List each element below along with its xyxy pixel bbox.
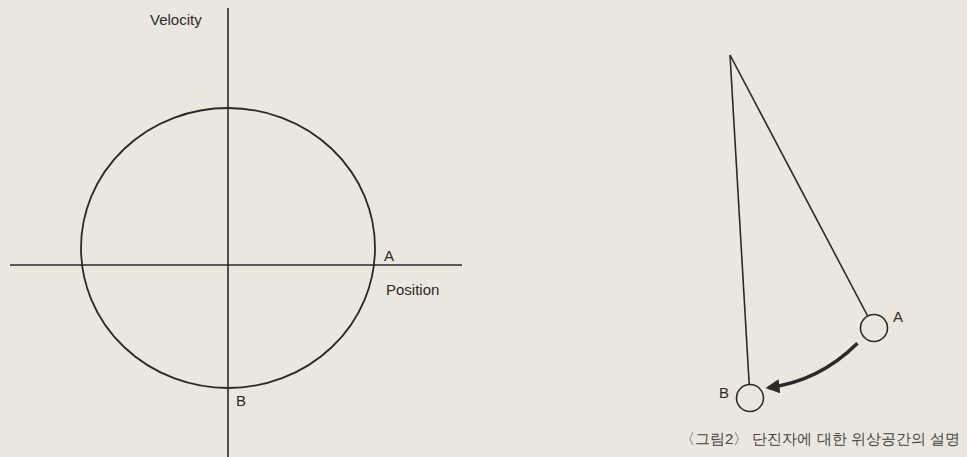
axis-label: Velocity <box>150 12 202 29</box>
figure-caption: 〈그림2〉 단진자에 대한 위상공간의 설명 <box>680 430 960 449</box>
bob-circle <box>859 313 889 343</box>
bob-label: B <box>719 385 729 402</box>
swing-arrow <box>768 343 857 387</box>
phase-orbit <box>81 108 375 388</box>
pendulum-string <box>730 55 874 328</box>
position-axis <box>10 264 462 266</box>
axis-label: Position <box>386 282 439 299</box>
velocity-axis <box>227 8 229 457</box>
axis-label: A <box>384 248 394 265</box>
pendulum-string <box>730 55 750 398</box>
pendulum-bob: B <box>735 383 765 413</box>
bob-circle <box>735 383 765 413</box>
bob-label: A <box>893 309 903 326</box>
axis-label: B <box>236 393 246 410</box>
pendulum-bob: A <box>859 313 889 343</box>
